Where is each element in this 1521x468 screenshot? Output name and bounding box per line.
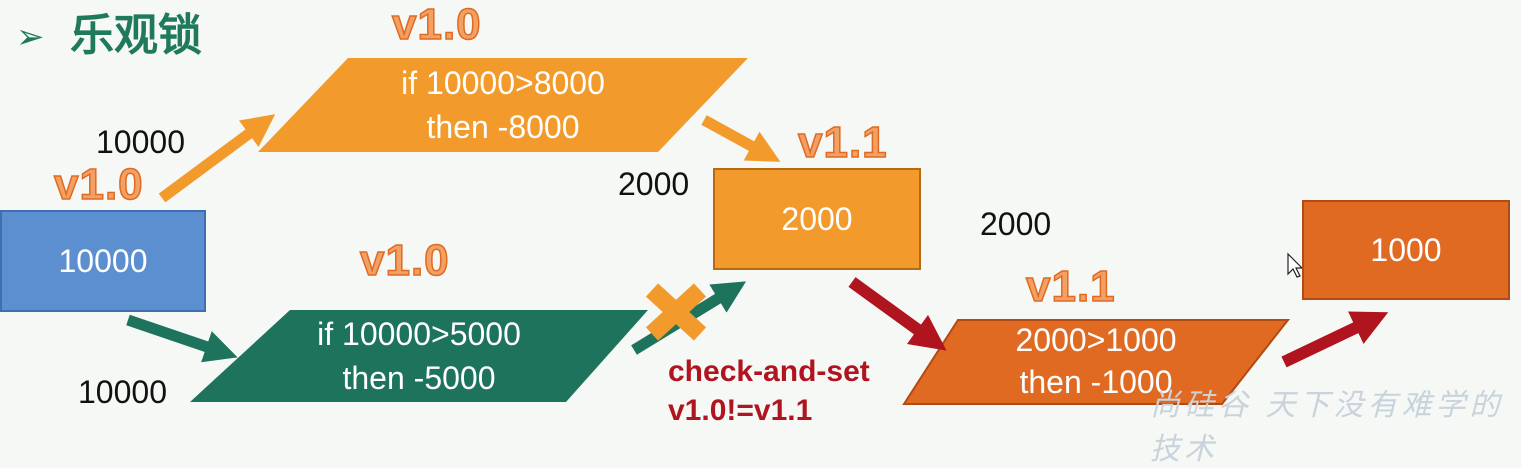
version-label-bottom: v1.0 <box>359 235 450 286</box>
top-condition-line2: then -8000 <box>426 109 580 145</box>
arrow-start-to-bottom <box>126 314 238 363</box>
title-bullet-icon: ➢ <box>16 18 45 56</box>
top-condition-line1: if 10000>8000 <box>401 64 605 101</box>
version-label-right: v1.1 <box>1025 261 1116 312</box>
start-balance-value: 10000 <box>58 242 148 279</box>
check-and-set-line1: check-and-set <box>668 355 870 388</box>
arrow-top-to-mid <box>701 115 781 162</box>
right-condition-line2: then -1000 <box>1019 364 1173 400</box>
check-and-set-line2: v1.0!=v1.1 <box>668 394 813 427</box>
version-label-mid: v1.1 <box>797 117 888 168</box>
x-mark-icon <box>645 283 707 341</box>
bottom-condition-line1: if 10000>5000 <box>317 315 521 352</box>
mid-balance-box: 2000 <box>713 168 921 270</box>
start-balance-box: 10000 <box>0 210 206 312</box>
top-condition-text: if 10000>8000 then -8000 <box>258 58 748 152</box>
bottom-condition-text: if 10000>5000 then -5000 <box>190 310 648 402</box>
end-balance-value: 1000 <box>1370 231 1442 268</box>
watermark: 尚硅谷 天下没有难学的技术 <box>1150 388 1504 467</box>
arrow-start-to-top <box>158 114 276 203</box>
version-label-top: v1.0 <box>391 0 482 50</box>
right-condition-line1: 2000>1000 <box>1015 322 1177 359</box>
right-parallelogram <box>902 319 1291 405</box>
check-and-set-note: check-and-set v1.0!=v1.1 <box>668 352 870 430</box>
bottom-condition-line2: then -5000 <box>342 360 496 396</box>
bottom-balance-label: 10000 <box>78 374 167 410</box>
top-parallelogram <box>258 58 748 152</box>
top-balance-label: 10000 <box>96 124 185 160</box>
mouse-cursor-icon <box>1287 252 1304 278</box>
page-title: 乐观锁 <box>70 10 202 61</box>
mid-outside-balance-label: 2000 <box>618 166 690 202</box>
arrow-right-to-end <box>1281 311 1389 368</box>
diagram-shapes <box>126 58 1389 405</box>
mid-balance-value: 2000 <box>781 200 853 237</box>
right-condition-text: 2000>1000 then -1000 <box>904 320 1288 404</box>
end-balance-box: 1000 <box>1302 200 1510 300</box>
right-balance-label: 2000 <box>980 206 1052 242</box>
arrow-mid-to-right <box>848 277 947 351</box>
version-label-start: v1.0 <box>53 159 144 210</box>
bottom-parallelogram <box>190 310 648 402</box>
